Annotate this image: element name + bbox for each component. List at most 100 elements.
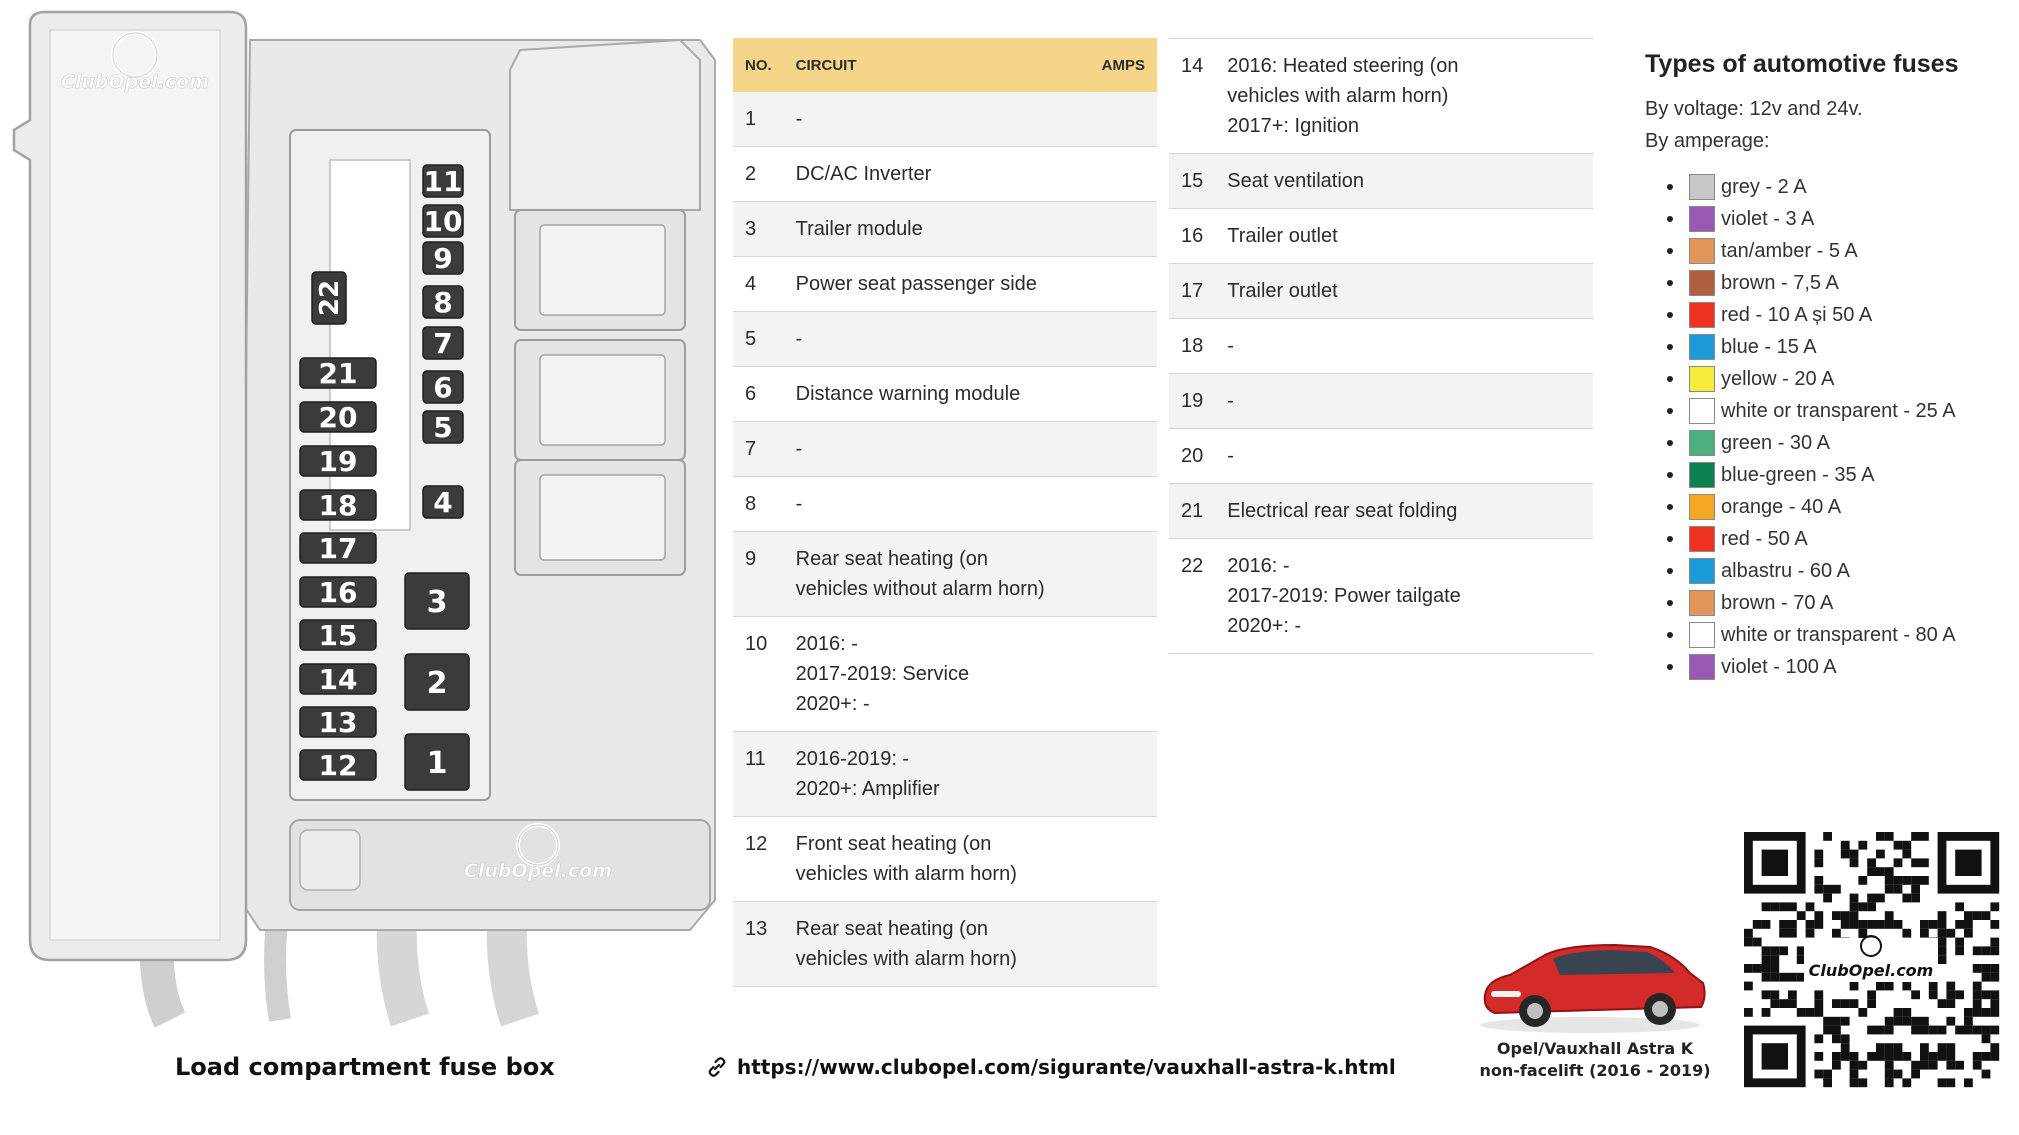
fuse-number: 4 [733, 256, 784, 312]
fuse-8: 8 [422, 285, 464, 319]
source-url[interactable]: https://www.clubopel.com/sigurante/vauxh… [737, 1055, 1396, 1079]
fuse-number: 2 [733, 146, 784, 202]
fuse-number: 22 [1169, 538, 1216, 654]
table-row: 7- [733, 421, 1157, 477]
fuse-label: 13 [319, 706, 358, 739]
fuse-4: 4 [422, 485, 464, 519]
legend-item: grey - 2 A [1667, 171, 2005, 203]
fuse-circuit: Trailer module [783, 201, 1157, 257]
fuse-7: 7 [422, 326, 464, 360]
circuit-line: Electrical rear seat folding [1227, 500, 1458, 522]
fuse-number: 19 [1169, 373, 1216, 429]
color-swatch [1689, 590, 1715, 616]
color-swatch [1689, 174, 1715, 200]
circuit-line: - [1227, 445, 1234, 467]
circuit-line: - [795, 108, 803, 130]
header-amps: AMPS [991, 38, 1157, 92]
legend-item: blue-green - 35 A [1667, 459, 2005, 491]
circuit-line: Power seat passenger side [795, 273, 1037, 295]
circuit-line: vehicles with alarm horn) [795, 948, 1017, 970]
fuse-circuit: Power seat passenger side [783, 256, 1157, 312]
fuse-circuit: Distance warning module [783, 366, 1157, 422]
car-name: Opel/Vauxhall Astra K non-facelift (2016… [1470, 1038, 1720, 1082]
legend-label: red - 50 A [1721, 527, 1808, 550]
fuse-label: 15 [319, 619, 358, 652]
fuse-14: 14 [299, 663, 377, 696]
fuse-number: 20 [1169, 428, 1216, 484]
table-row: 19- [1169, 373, 1593, 429]
header-no: NO. [733, 38, 784, 92]
bullet-icon [1667, 376, 1673, 382]
color-swatch [1689, 334, 1715, 360]
fuse-number: 17 [1169, 263, 1216, 319]
fuse-label: 11 [424, 165, 463, 198]
fuse-circuit: - [783, 311, 1157, 367]
color-swatch [1689, 366, 1715, 392]
fuse-circuit: - [783, 92, 1157, 147]
bullet-icon [1667, 408, 1673, 414]
circuit-line: Rear seat heating (on [795, 918, 989, 940]
legend-label: tan/amber - 5 A [1721, 239, 1858, 262]
color-swatch [1689, 398, 1715, 424]
legend-label: violet - 100 A [1721, 655, 1837, 678]
color-swatch [1689, 462, 1715, 488]
fuse-number: 16 [1169, 208, 1216, 264]
bullet-icon [1667, 600, 1673, 606]
fuse-label: 2 [427, 666, 448, 701]
fuse-number: 7 [733, 421, 784, 477]
legend-amperage: By amperage: [1645, 130, 1770, 152]
fuse-label: 5 [433, 411, 452, 444]
table-row: 5- [733, 311, 1157, 367]
header-circuit: CIRCUIT [783, 38, 992, 92]
legend-item: tan/amber - 5 A [1667, 235, 2005, 267]
circuit-line: 2017-2019: Service [795, 663, 970, 685]
qr-modules [1744, 832, 2000, 1088]
fuse-circuit: Trailer outlet [1215, 263, 1593, 319]
qr-finder [1744, 832, 1806, 894]
fuse-label: 8 [433, 286, 452, 319]
legend-item: yellow - 20 A [1667, 363, 2005, 395]
fuse-label: 1 [427, 746, 448, 781]
fuse-10: 10 [422, 204, 464, 238]
circuit-line: 2020+: Amplifier [795, 778, 940, 800]
legend-label: albastru - 60 A [1721, 559, 1850, 582]
circuit-line: Trailer module [795, 218, 923, 240]
fuse-label: 20 [319, 401, 358, 434]
fuse-circuit: - [1215, 318, 1593, 374]
car-name-line1: Opel/Vauxhall Astra K [1496, 1039, 1694, 1058]
legend-item: red - 50 A [1667, 523, 2005, 555]
legend-label: blue - 15 A [1721, 335, 1817, 358]
fuse-number: 14 [1169, 38, 1216, 154]
bullet-icon [1667, 344, 1673, 350]
fuse-label: 10 [424, 205, 463, 238]
circuit-line: Distance warning module [795, 383, 1021, 405]
circuit-line: 2016: - [1227, 555, 1290, 577]
qr-finder [1937, 832, 2000, 894]
bullet-icon [1667, 280, 1673, 286]
fuse-label: 18 [319, 489, 358, 522]
circuit-line: - [795, 493, 803, 515]
bullet-icon [1667, 184, 1673, 190]
car-name-line2: non-facelift (2016 - 2019) [1479, 1061, 1711, 1080]
circuit-line: - [1227, 335, 1234, 357]
color-swatch [1689, 430, 1715, 456]
fuse-1: 1 [404, 733, 470, 791]
watermark-logo-top: ClubOpel.com [61, 31, 209, 93]
bullet-icon [1667, 632, 1673, 638]
color-swatch [1689, 238, 1715, 264]
circuit-line: 2017-2019: Power tailgate [1227, 585, 1461, 607]
circuit-line: Front seat heating (on [795, 833, 992, 855]
source-link[interactable]: https://www.clubopel.com/sigurante/vauxh… [705, 1055, 1396, 1079]
table-row: 1- [733, 92, 1157, 147]
legend-label: blue-green - 35 A [1721, 463, 1875, 486]
